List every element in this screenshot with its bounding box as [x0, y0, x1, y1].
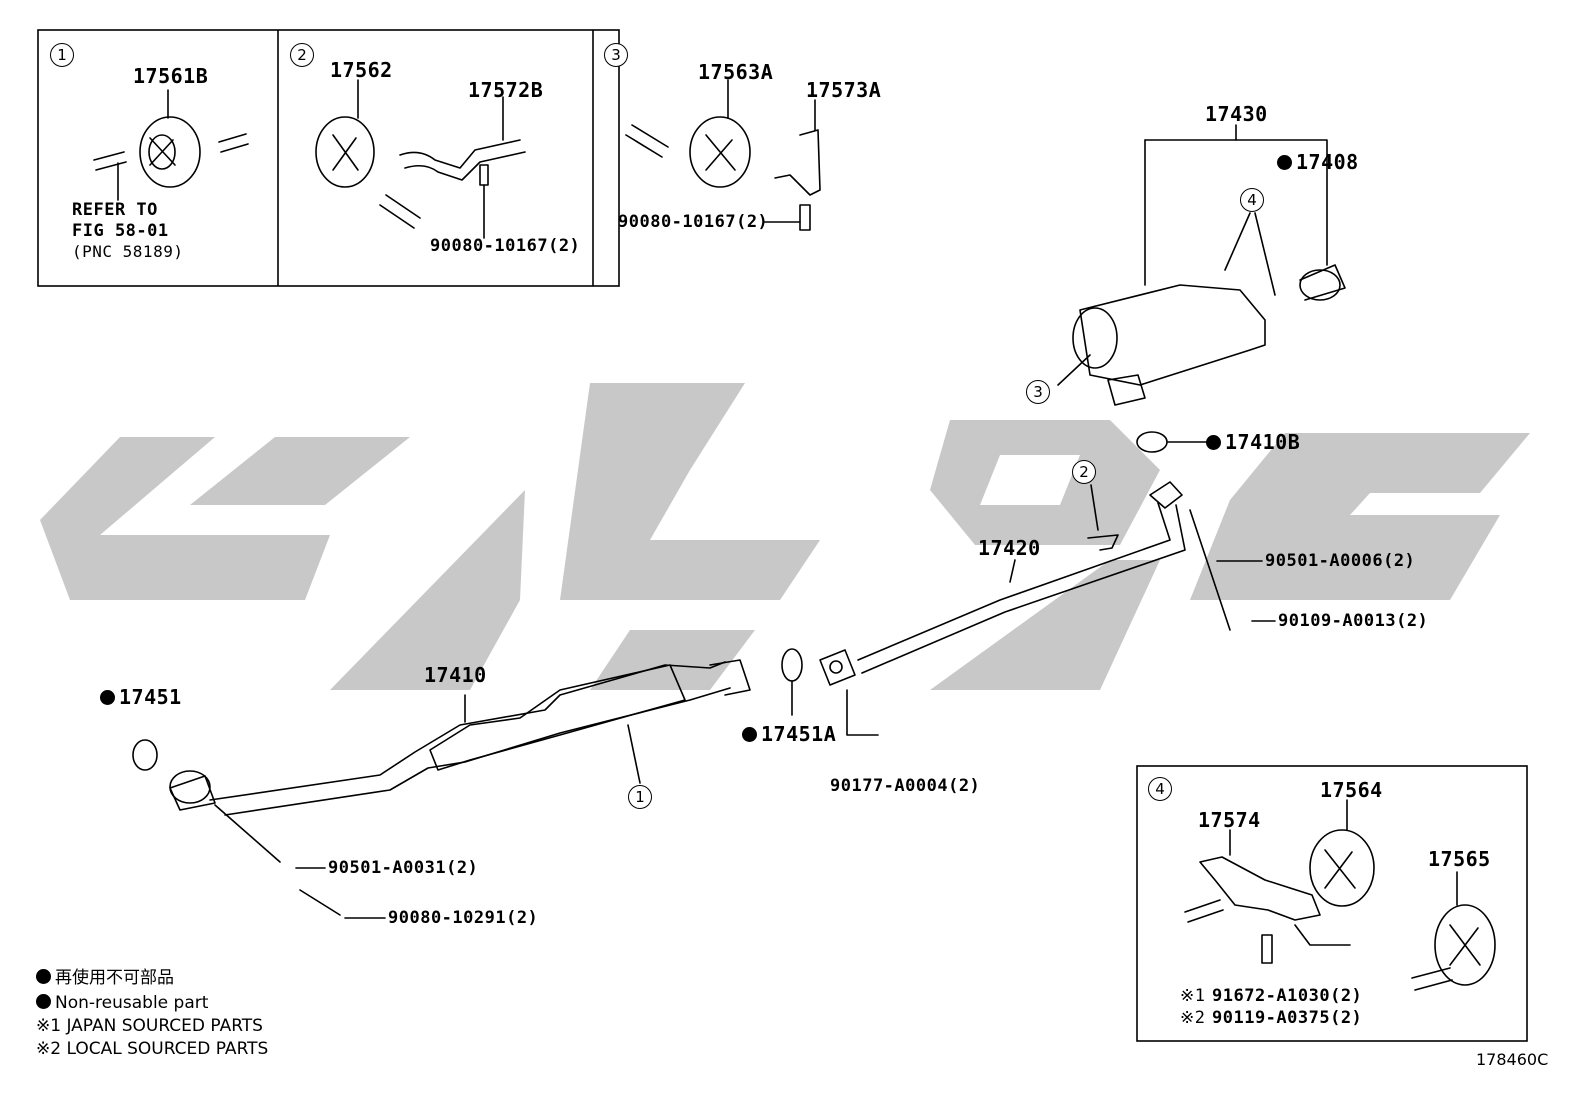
part-17408[interactable]: 17408 [1277, 152, 1359, 172]
gasket-17451A-art [781, 648, 803, 682]
bolt-90080-10291[interactable]: 90080-10291(2) [388, 908, 539, 928]
inset3-hanger-art [625, 79, 821, 231]
inset1-callout: 1 [50, 43, 74, 67]
inset2-hanger-art [315, 79, 526, 239]
spring-90501-A0006[interactable]: 90501-A0006(2) [1265, 551, 1416, 571]
inset2-callout: 2 [290, 43, 314, 67]
part-17563A[interactable]: 17563A [698, 60, 774, 84]
watermark-logo [40, 383, 1530, 690]
legend-line-en: Non-reusable part [36, 994, 208, 1012]
part-17430[interactable]: 17430 [1205, 102, 1268, 126]
center-pipe-art [819, 481, 1276, 736]
part-17574[interactable]: 17574 [1198, 808, 1261, 832]
part-17410[interactable]: 17410 [424, 663, 487, 687]
gasket-17451-art [132, 739, 158, 771]
part-17420[interactable]: 17420 [978, 536, 1041, 560]
part-17562[interactable]: 17562 [330, 58, 393, 82]
part-17410B[interactable]: 17410B [1206, 432, 1300, 452]
diagram-code: 178460C [1476, 1050, 1549, 1069]
inset4-hanger-art [1184, 799, 1496, 991]
converter-pipe-art [169, 659, 751, 919]
part-17561B[interactable]: 17561B [133, 64, 209, 88]
part-17573A[interactable]: 17573A [806, 78, 882, 102]
inset4-callout: 4 [1148, 777, 1172, 801]
gasket-17451A[interactable]: 17451A [742, 724, 836, 744]
refer-line-1: REFER TO [72, 200, 158, 220]
inset1-hanger-art [93, 89, 249, 201]
refer-line-3: (PNC 58189) [72, 242, 184, 261]
muffler-art [1057, 124, 1346, 406]
bolt-90109-A0013[interactable]: 90109-A0013(2) [1278, 611, 1429, 631]
inset3-callout: 3 [604, 43, 628, 67]
bolt-90119-A0375[interactable]: 90119-A0375(2) [1212, 1008, 1363, 1028]
part-17572B[interactable]: 17572B [468, 78, 544, 102]
nut-90177-A0004[interactable]: 90177-A0004(2) [830, 776, 981, 796]
muffler-hanger-callout: 4 [1240, 188, 1264, 212]
bolt-90080-10167-inset3[interactable]: 90080-10167(2) [618, 212, 769, 232]
muffler-callout: 3 [1026, 380, 1050, 404]
gasket-17410B-art [1136, 431, 1168, 453]
refer-line-2[interactable]: FIG 58-01 [72, 221, 169, 241]
converter-hanger-callout: 1 [628, 785, 652, 809]
gasket-17451[interactable]: 17451 [100, 687, 182, 707]
spring-90501-A0031[interactable]: 90501-A0031(2) [328, 858, 479, 878]
part-17564[interactable]: 17564 [1320, 778, 1383, 802]
center-pipe-hanger-callout: 2 [1072, 460, 1096, 484]
legend-local-sourced: ※2 LOCAL SOURCED PARTS [36, 1039, 269, 1059]
bolt-90080-10167-inset2[interactable]: 90080-10167(2) [430, 236, 581, 256]
part-17565[interactable]: 17565 [1428, 847, 1491, 871]
inset-frames [37, 29, 1528, 1042]
legend-line-jp: 再使用不可部品 [36, 969, 174, 987]
legend-japan-sourced: ※1 JAPAN SOURCED PARTS [36, 1016, 263, 1036]
mark-1: ※1 [1180, 986, 1206, 1006]
mark-2: ※2 [1180, 1008, 1206, 1028]
bolt-91672-A1030[interactable]: 91672-A1030(2) [1212, 986, 1363, 1006]
